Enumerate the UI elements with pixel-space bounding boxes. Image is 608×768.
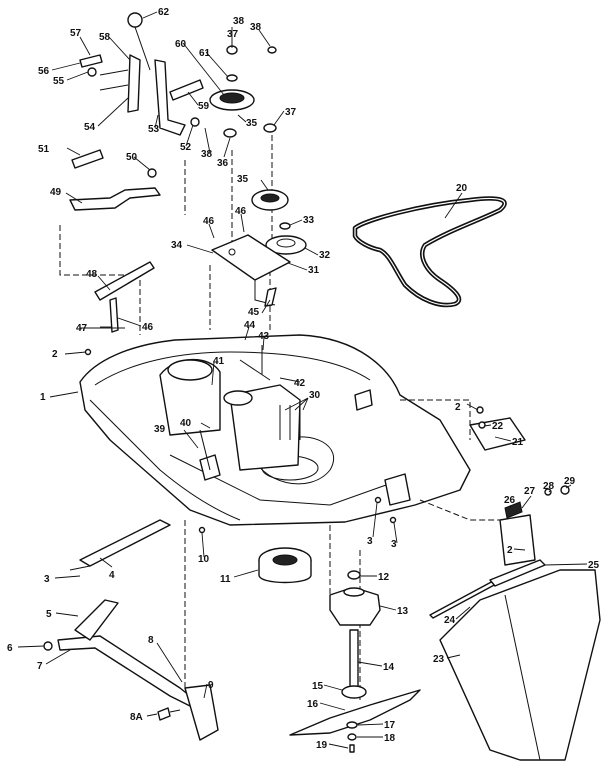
leader-lines (17, 11, 588, 749)
callout-38: 38 (233, 16, 245, 27)
callout-59: 59 (198, 101, 210, 112)
idler-arm-bracket (211, 234, 291, 307)
callout-3: 3 (391, 539, 397, 550)
callout-35: 35 (246, 118, 258, 129)
callout-51: 51 (38, 144, 50, 155)
callout-27: 27 (524, 486, 536, 497)
callout-13: 13 (397, 606, 409, 617)
callout-54: 54 (84, 122, 96, 133)
mid-linkage (80, 261, 155, 333)
callout-38: 38 (201, 149, 213, 160)
callout-53: 53 (148, 124, 160, 135)
callout-16: 16 (307, 699, 319, 710)
callout-36: 36 (217, 158, 229, 169)
callout-5: 5 (46, 609, 52, 620)
callout-31: 31 (308, 265, 320, 276)
callout-3: 3 (44, 574, 50, 585)
callout-46: 46 (203, 216, 215, 227)
callout-8: 8 (148, 635, 154, 646)
callout-12: 12 (378, 572, 390, 583)
callout-44: 44 (244, 320, 256, 331)
callout-39: 39 (154, 424, 166, 435)
callout-52: 52 (180, 142, 192, 153)
callout-28: 28 (543, 481, 555, 492)
right-side-assembly (429, 406, 601, 761)
callout-60: 60 (175, 39, 187, 50)
callout-57: 57 (70, 28, 82, 39)
callout-15: 15 (312, 681, 324, 692)
callout-9: 9 (208, 680, 214, 691)
callout-35: 35 (237, 174, 249, 185)
callout-56: 56 (38, 66, 50, 77)
deck-hardware (84, 345, 397, 534)
callout-10: 10 (198, 554, 210, 565)
callout-33: 33 (303, 215, 315, 226)
callout-2: 2 (455, 402, 461, 413)
callout-55: 55 (53, 76, 65, 87)
callout-46: 46 (235, 206, 247, 217)
callout-21: 21 (512, 437, 524, 448)
callout-4: 4 (109, 570, 115, 581)
callout-37: 37 (285, 107, 297, 118)
lift-linkage (69, 12, 204, 211)
front-axle-assembly (43, 599, 219, 741)
callout-14: 14 (383, 662, 395, 673)
front-link-rod (69, 519, 171, 571)
callout-48: 48 (86, 269, 98, 280)
callout-43: 43 (258, 331, 270, 342)
callout-24: 24 (444, 615, 456, 626)
callout-6: 6 (7, 643, 13, 654)
callout-11: 11 (220, 574, 231, 585)
callout-37: 37 (227, 29, 239, 40)
callout-25: 25 (588, 560, 600, 571)
callout-26: 26 (504, 495, 516, 506)
callout-46: 46 (142, 322, 154, 333)
callout-41: 41 (213, 356, 225, 367)
callout-23: 23 (433, 654, 445, 665)
callout-49: 49 (50, 187, 62, 198)
callout-42: 42 (294, 378, 306, 389)
mower-deck-housing (79, 334, 471, 526)
callout-45: 45 (248, 307, 260, 318)
callout-8a: 8A (130, 712, 143, 723)
callout-19: 19 (316, 740, 328, 751)
callout-3: 3 (367, 536, 373, 547)
callout-7: 7 (37, 661, 43, 672)
callout-40: 40 (180, 418, 192, 429)
callout-17: 17 (384, 720, 396, 731)
callout-34: 34 (171, 240, 183, 251)
callout-1: 1 (40, 392, 46, 403)
callout-22: 22 (492, 421, 504, 432)
belt (352, 196, 507, 308)
callout-labels: 1 2 2 2 3 3 3 4 5 6 7 8 8A 9 10 11 12 13… (7, 7, 600, 751)
callout-58: 58 (99, 32, 111, 43)
callout-2: 2 (507, 545, 513, 556)
callout-30: 30 (309, 390, 321, 401)
callout-29: 29 (564, 476, 576, 487)
callout-47: 47 (76, 323, 88, 334)
blade-spindle-assembly (258, 547, 421, 753)
callout-20: 20 (456, 183, 468, 194)
callout-32: 32 (319, 250, 331, 261)
callout-18: 18 (384, 733, 396, 744)
callout-61: 61 (199, 48, 211, 59)
callout-62: 62 (158, 7, 170, 18)
callout-2: 2 (52, 349, 58, 360)
callout-50: 50 (126, 152, 138, 163)
callout-38: 38 (250, 22, 262, 33)
